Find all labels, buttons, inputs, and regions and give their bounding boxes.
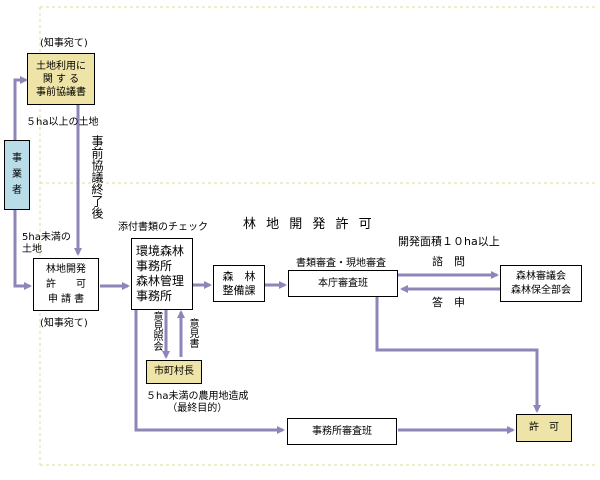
arrow-office-to-office-review (134, 310, 285, 434)
to-governor-label-top: (知事宛て) (40, 38, 88, 49)
arrow-operator-to-application (13, 207, 32, 290)
municipal-head-box: 市町村長 (146, 360, 202, 384)
report-label: 答 申 (432, 296, 465, 309)
permit-application-box: 林地開発 許 可 申 請 書 (33, 258, 99, 311)
office-review-box: 事務所審査班 (287, 418, 397, 445)
forest-maintenance-box: 森 林 整備課 (213, 265, 265, 302)
permit-box: 許 可 (516, 414, 572, 442)
over-5ha-label: ５ha以上の土地 (26, 117, 99, 128)
under-5ha-label: 5ha未満の 土地 (22, 232, 71, 255)
attachment-check-label: 添付書類のチェック (118, 222, 208, 233)
operator-box: 事 業 者 (4, 140, 30, 210)
after-prior-consult-label: 事前協議終了後 (90, 135, 104, 219)
opinion-inquiry-label: 意見照会 (151, 311, 162, 351)
under-5ha-farmland-label: ５ha未満の農用地造成 （最終目的） (146, 391, 249, 414)
opinion-letter-label: 意見書 (187, 318, 198, 348)
forest-office-box: 環境森林 事務所 森林管理 事務所 (131, 238, 193, 310)
flow-arrows (13, 76, 541, 434)
dashed-frame (39, 6, 598, 466)
forest-dev-permit-title: 林 地 開 発 許 可 (243, 217, 375, 232)
forest-council-box: 森林審議会 森林保全部会 (500, 265, 582, 302)
prior-consultation-box: 土地利用に 関 す る 事前協議書 (27, 53, 95, 105)
hq-review-box: 本庁審査班 (288, 270, 398, 297)
arrow-operator-to-prior (13, 76, 28, 145)
arrow-hq-to-permit (375, 297, 541, 413)
area-over-10ha-label: 開発面積１０ha以上 (398, 235, 500, 248)
consultation-label: 諮 問 (432, 255, 465, 268)
doc-field-review-label: 書類審査・現地審査 (296, 258, 386, 269)
to-governor-label-bottom: (知事宛て) (40, 318, 88, 329)
